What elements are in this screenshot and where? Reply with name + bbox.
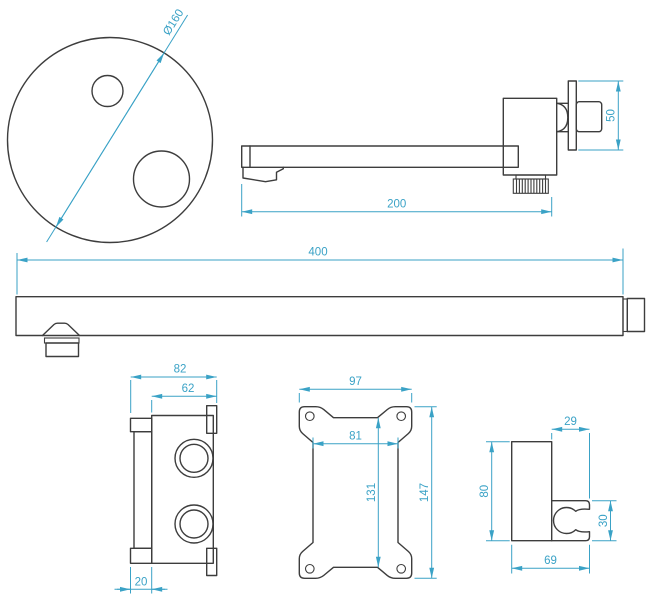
- spout-view: 200 50: [240, 80, 624, 217]
- spout-wall-body: [502, 97, 558, 176]
- dim-label-plate-inner-width: 81: [349, 430, 362, 442]
- spout-length-dimension: 200: [241, 184, 553, 217]
- dim-label-valve-width: 82: [174, 364, 187, 376]
- dim-label-valve-body-width: 62: [182, 383, 195, 395]
- valve-bottom-cap: [129, 547, 153, 564]
- dim-label-holder-width: 69: [544, 555, 557, 567]
- plate-inner-height-dimension: 131: [366, 417, 381, 568]
- spout-threaded-connector: [512, 178, 549, 194]
- dim-label-plate-outer-width: 97: [349, 376, 362, 388]
- dim-label-clip-width: 29: [564, 416, 577, 428]
- dim-label-holder-height: 80: [479, 485, 491, 498]
- shower-arm-ball-joint: [41, 322, 81, 337]
- spout-flange-dimension: 50: [578, 80, 624, 151]
- valve-overall-width-dimension: 82: [130, 364, 218, 413]
- spout-connector-block: [575, 100, 603, 133]
- dim-label-plate-inner-height: 131: [366, 483, 378, 502]
- valve-top-cap: [129, 417, 153, 433]
- dim-label-spout-flange: 50: [606, 109, 618, 122]
- shower-arm-wall-connector: [626, 297, 646, 333]
- holder-clip-width-dimension: 29: [551, 416, 590, 499]
- spout-cylinder-arc: [556, 102, 569, 133]
- plate-outer-width-dimension: 97: [298, 376, 413, 403]
- valve-view: 82 62 20: [114, 364, 218, 594]
- valve-port-upper-inner: [179, 443, 209, 473]
- faceplate-outline: [6, 36, 214, 244]
- valve-port-lower-outer: [174, 504, 214, 544]
- shower-arm-tube: [15, 296, 624, 337]
- screw-hole-bottom-right: [396, 563, 407, 574]
- spout-wall-flange: [567, 80, 577, 151]
- mounting-plate-outline: [298, 406, 413, 579]
- spout-nozzle: [242, 166, 284, 183]
- holder-body: [511, 441, 553, 542]
- faceplate-small-button-hole: [91, 74, 124, 108]
- dim-label-valve-depth: 20: [135, 577, 148, 589]
- plate-outer-height-dimension: 147: [414, 406, 437, 579]
- valve-top-tab: [205, 405, 218, 435]
- shower-arm-length-dimension: 400: [16, 247, 624, 295]
- valve-bottom-tab: [205, 547, 218, 577]
- valve-depth-dimension: 20: [114, 567, 168, 594]
- spout-arm: [240, 145, 520, 168]
- mounting-plate-view: 97 81 131 147: [298, 376, 437, 579]
- screw-hole-top-left: [304, 411, 315, 422]
- valve-body: [150, 414, 214, 565]
- holder-overall-width-dimension: 69: [511, 544, 590, 574]
- valve-body-width-dimension: 62: [151, 383, 217, 413]
- shower-arm-joint-ring: [43, 337, 80, 344]
- shower-arm-view: 400: [15, 247, 646, 358]
- holder-clip-height-dimension: 30: [592, 500, 617, 542]
- spout-thread-hatching: [515, 179, 547, 194]
- dim-label-plate-outer-height: 147: [419, 483, 431, 502]
- valve-left-column: [133, 431, 153, 550]
- shower-arm-outlet: [45, 342, 80, 358]
- valve-port-lower-inner: [179, 509, 209, 539]
- valve-port-upper-outer: [174, 438, 214, 478]
- holder-clip: [551, 500, 591, 542]
- handset-holder-view: 29 80 30 69: [479, 416, 617, 574]
- plate-inner-width-dimension: 81: [312, 430, 399, 449]
- holder-body-height-dimension: 80: [479, 441, 510, 542]
- screw-hole-bottom-left: [304, 563, 315, 574]
- dim-label-arm-length: 400: [308, 247, 327, 259]
- screw-hole-top-right: [396, 411, 407, 422]
- faceplate-view: Ø160: [6, 7, 214, 244]
- faceplate-large-knob-hole: [132, 150, 191, 208]
- dim-label-spout-length: 200: [387, 199, 406, 211]
- dim-label-clip-height: 30: [598, 514, 610, 527]
